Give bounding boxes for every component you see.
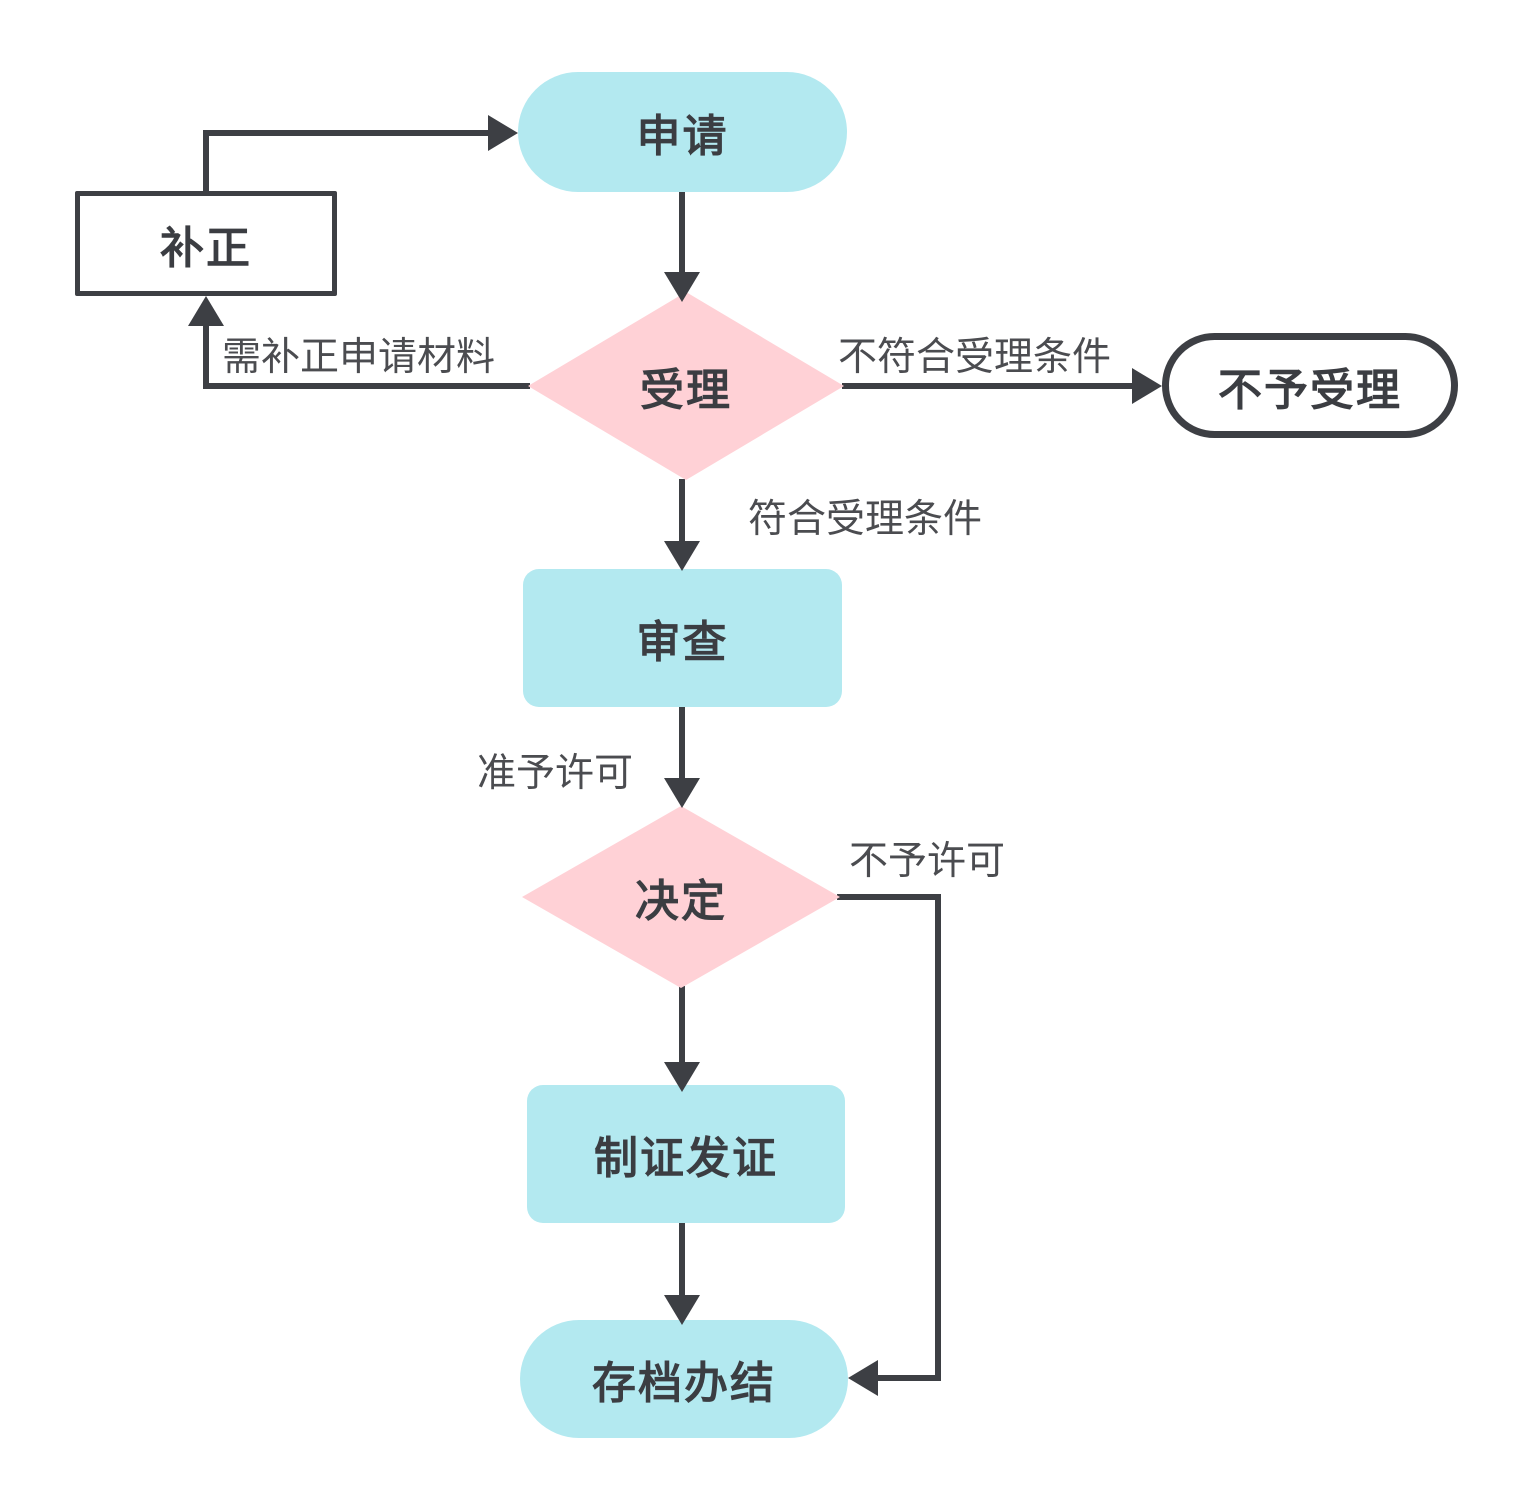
connector-issue-to-archive-vline bbox=[679, 1223, 685, 1295]
connector-accept-to-review-vline bbox=[679, 479, 685, 541]
node-decide-label: 决定 bbox=[635, 877, 727, 926]
node-supplement: 补正 bbox=[75, 191, 337, 296]
connector-decide-to-issue-vline bbox=[679, 986, 685, 1062]
edge-label-not-meet: 不符合受理条件 bbox=[838, 336, 1112, 379]
connector-supplement-to-apply-hline bbox=[203, 130, 488, 136]
arrowhead-down-icon bbox=[664, 541, 700, 571]
connector-supplement-to-apply-vline bbox=[203, 130, 209, 191]
arrowhead-left-icon bbox=[848, 1360, 878, 1396]
arrowhead-up-icon bbox=[188, 296, 224, 326]
connector-accept-to-supplement-vline bbox=[203, 320, 209, 389]
connector-decide-to-archive-hline-bottom bbox=[876, 1375, 938, 1381]
connector-decide-to-archive-vline bbox=[935, 894, 941, 1381]
arrowhead-down-icon bbox=[664, 1295, 700, 1325]
node-apply-label: 申请 bbox=[636, 112, 729, 161]
connector-apply-to-accept-vline bbox=[679, 192, 685, 272]
node-review: 审查 bbox=[523, 569, 842, 707]
node-issue: 制证发证 bbox=[527, 1085, 845, 1223]
node-review-label: 审查 bbox=[636, 618, 729, 667]
node-accept-decision: 受理 bbox=[528, 292, 844, 480]
node-decide-decision: 决定 bbox=[522, 806, 840, 988]
edge-label-need-supplement: 需补正申请材料 bbox=[222, 336, 496, 379]
node-reject: 不予受理 bbox=[1162, 333, 1458, 438]
arrowhead-right-icon bbox=[488, 115, 518, 151]
connector-decide-to-archive-hline-top bbox=[837, 894, 938, 900]
arrowhead-down-icon bbox=[664, 272, 700, 302]
node-supplement-label: 补正 bbox=[160, 223, 252, 273]
connector-accept-to-supplement-hline bbox=[203, 383, 530, 389]
connector-review-to-decide-vline bbox=[679, 707, 685, 778]
node-accept-label: 受理 bbox=[640, 366, 732, 415]
arrowhead-down-icon bbox=[664, 1062, 700, 1092]
edge-label-deny: 不予许可 bbox=[849, 840, 1006, 883]
node-archive: 存档办结 bbox=[520, 1320, 848, 1438]
node-issue-label: 制证发证 bbox=[594, 1134, 778, 1183]
arrowhead-right-icon bbox=[1132, 368, 1162, 404]
edge-label-grant: 准予许可 bbox=[477, 752, 634, 795]
connector-accept-to-reject-hline bbox=[842, 383, 1134, 389]
node-reject-label: 不予受理 bbox=[1218, 365, 1402, 415]
node-apply: 申请 bbox=[518, 72, 847, 192]
node-archive-label: 存档办结 bbox=[592, 1359, 776, 1408]
arrowhead-down-icon bbox=[664, 778, 700, 808]
edge-label-meet: 符合受理条件 bbox=[748, 498, 983, 541]
